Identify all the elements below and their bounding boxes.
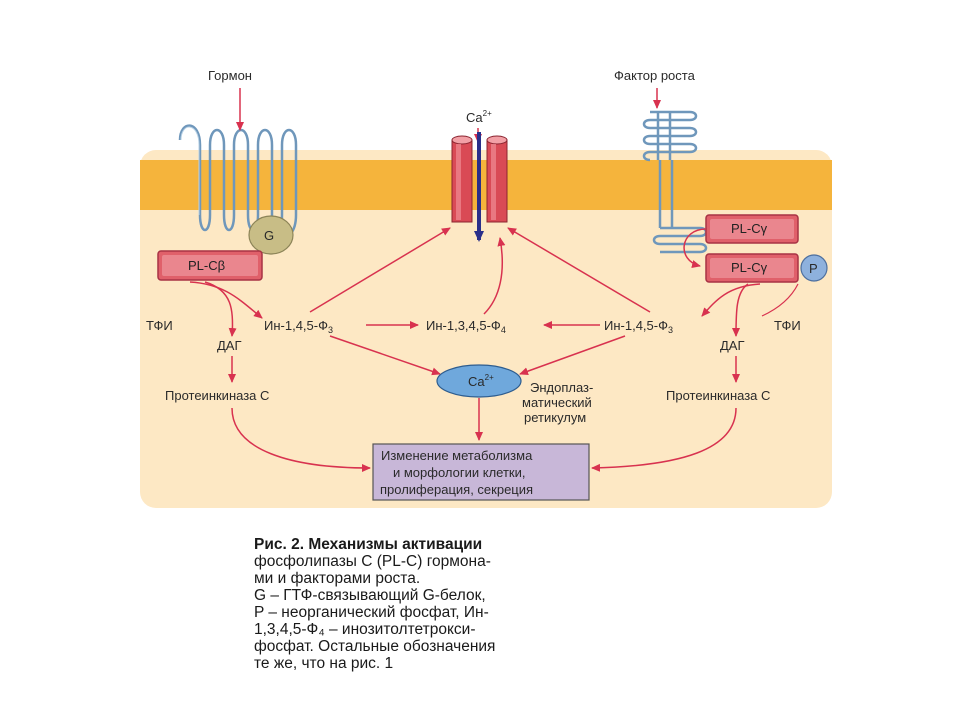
ip3-right-to-er-arrow xyxy=(519,335,626,376)
plc-gamma-1-label: PL-Cγ xyxy=(731,221,768,236)
result-line-2: и морфологии клетки, xyxy=(393,465,525,480)
tfi-right-arrow xyxy=(761,283,799,317)
hormone-receptor xyxy=(178,124,298,240)
ip4-to-channel-arrow xyxy=(483,237,506,315)
dag-right-label: ДАГ xyxy=(720,338,745,353)
plc-gamma-2-label: PL-Cγ xyxy=(731,260,768,275)
caption-line-6: 1,3,4,5-Ф₄ – инозитолтетрокси- xyxy=(254,621,476,638)
ip3-left-to-er-arrow xyxy=(329,335,441,376)
plc-beta-label: PL-Cβ xyxy=(188,258,225,273)
g-protein-label: G xyxy=(264,228,274,243)
ip3-left-to-channel-arrow xyxy=(309,227,451,313)
result-line-1: Изменение метаболизма xyxy=(381,448,533,463)
er-ca-label: Ca2+ xyxy=(468,373,494,389)
hormone-receptor-inner xyxy=(180,126,200,215)
caption-lead: Рис. 2. xyxy=(254,536,305,553)
caption-line1-text: Механизмы активации xyxy=(308,536,483,553)
er-ca-store xyxy=(436,364,522,398)
plc-gamma-loop-arrow xyxy=(683,228,707,268)
cytoplasm xyxy=(140,150,832,508)
result-box xyxy=(372,443,590,501)
caption-line-5: P – неорганический фосфат, Ин- xyxy=(254,604,489,621)
caption-line-2: фосфолипазы С (PL-C) гормона- xyxy=(254,553,491,570)
result-line-3: пролиферация, секреция xyxy=(380,482,533,497)
ip3-right-label: Ин-1,4,5-Ф3 xyxy=(604,318,673,335)
ca-channel-label: Ca2+ xyxy=(466,109,492,125)
phosphate-circle xyxy=(800,254,828,282)
caption-line-7: фосфат. Остальные обозначения xyxy=(254,638,496,655)
er-label-1: Эндоплаз- xyxy=(530,380,593,395)
plc-beta-to-ip3-arrow xyxy=(189,281,263,319)
hormone-label: Гормон xyxy=(208,68,252,83)
pkc-right-label: Протеинкиназа С xyxy=(666,388,770,403)
er-label-3: ретикулум xyxy=(524,410,586,425)
pkc-left-label: Протеинкиназа С xyxy=(165,388,269,403)
er-label-2: матический xyxy=(522,395,592,410)
g-protein xyxy=(248,215,294,255)
dag-left-label: ДАГ xyxy=(217,338,242,353)
ip3-left-label: Ин-1,4,5-Ф3 xyxy=(264,318,333,335)
caption-line-1: Рис. 2. Механизмы активации xyxy=(254,536,694,553)
plc-gamma-to-ip3-arrow xyxy=(701,283,761,317)
caption-line-3: ми и факторами роста. xyxy=(254,570,421,587)
growth-factor-label: Фактор роста xyxy=(614,68,696,83)
ip4-label: Ин-1,3,4,5-Ф4 xyxy=(426,318,506,335)
pkc-right-to-result-arrow xyxy=(591,407,737,472)
tfi-left-label: ТФИ xyxy=(146,318,173,333)
ip3-right-to-channel-arrow xyxy=(507,227,651,313)
pkc-left-to-result-arrow xyxy=(231,407,371,472)
phosphate-label: P xyxy=(809,261,818,276)
plc-gamma-to-dag-arrow xyxy=(732,283,749,337)
figure-caption: Рис. 2. Механизмы активации фосфолипазы … xyxy=(254,536,694,672)
caption-line-8: те же, что на рис. 1 xyxy=(254,655,394,672)
membrane xyxy=(140,160,832,210)
plc-beta-to-dag-arrow xyxy=(204,281,237,337)
caption-line-4: G – ГТФ-связывающий G-белок, xyxy=(254,587,486,604)
ca-channel xyxy=(451,135,508,223)
tfi-right-label: ТФИ xyxy=(774,318,801,333)
